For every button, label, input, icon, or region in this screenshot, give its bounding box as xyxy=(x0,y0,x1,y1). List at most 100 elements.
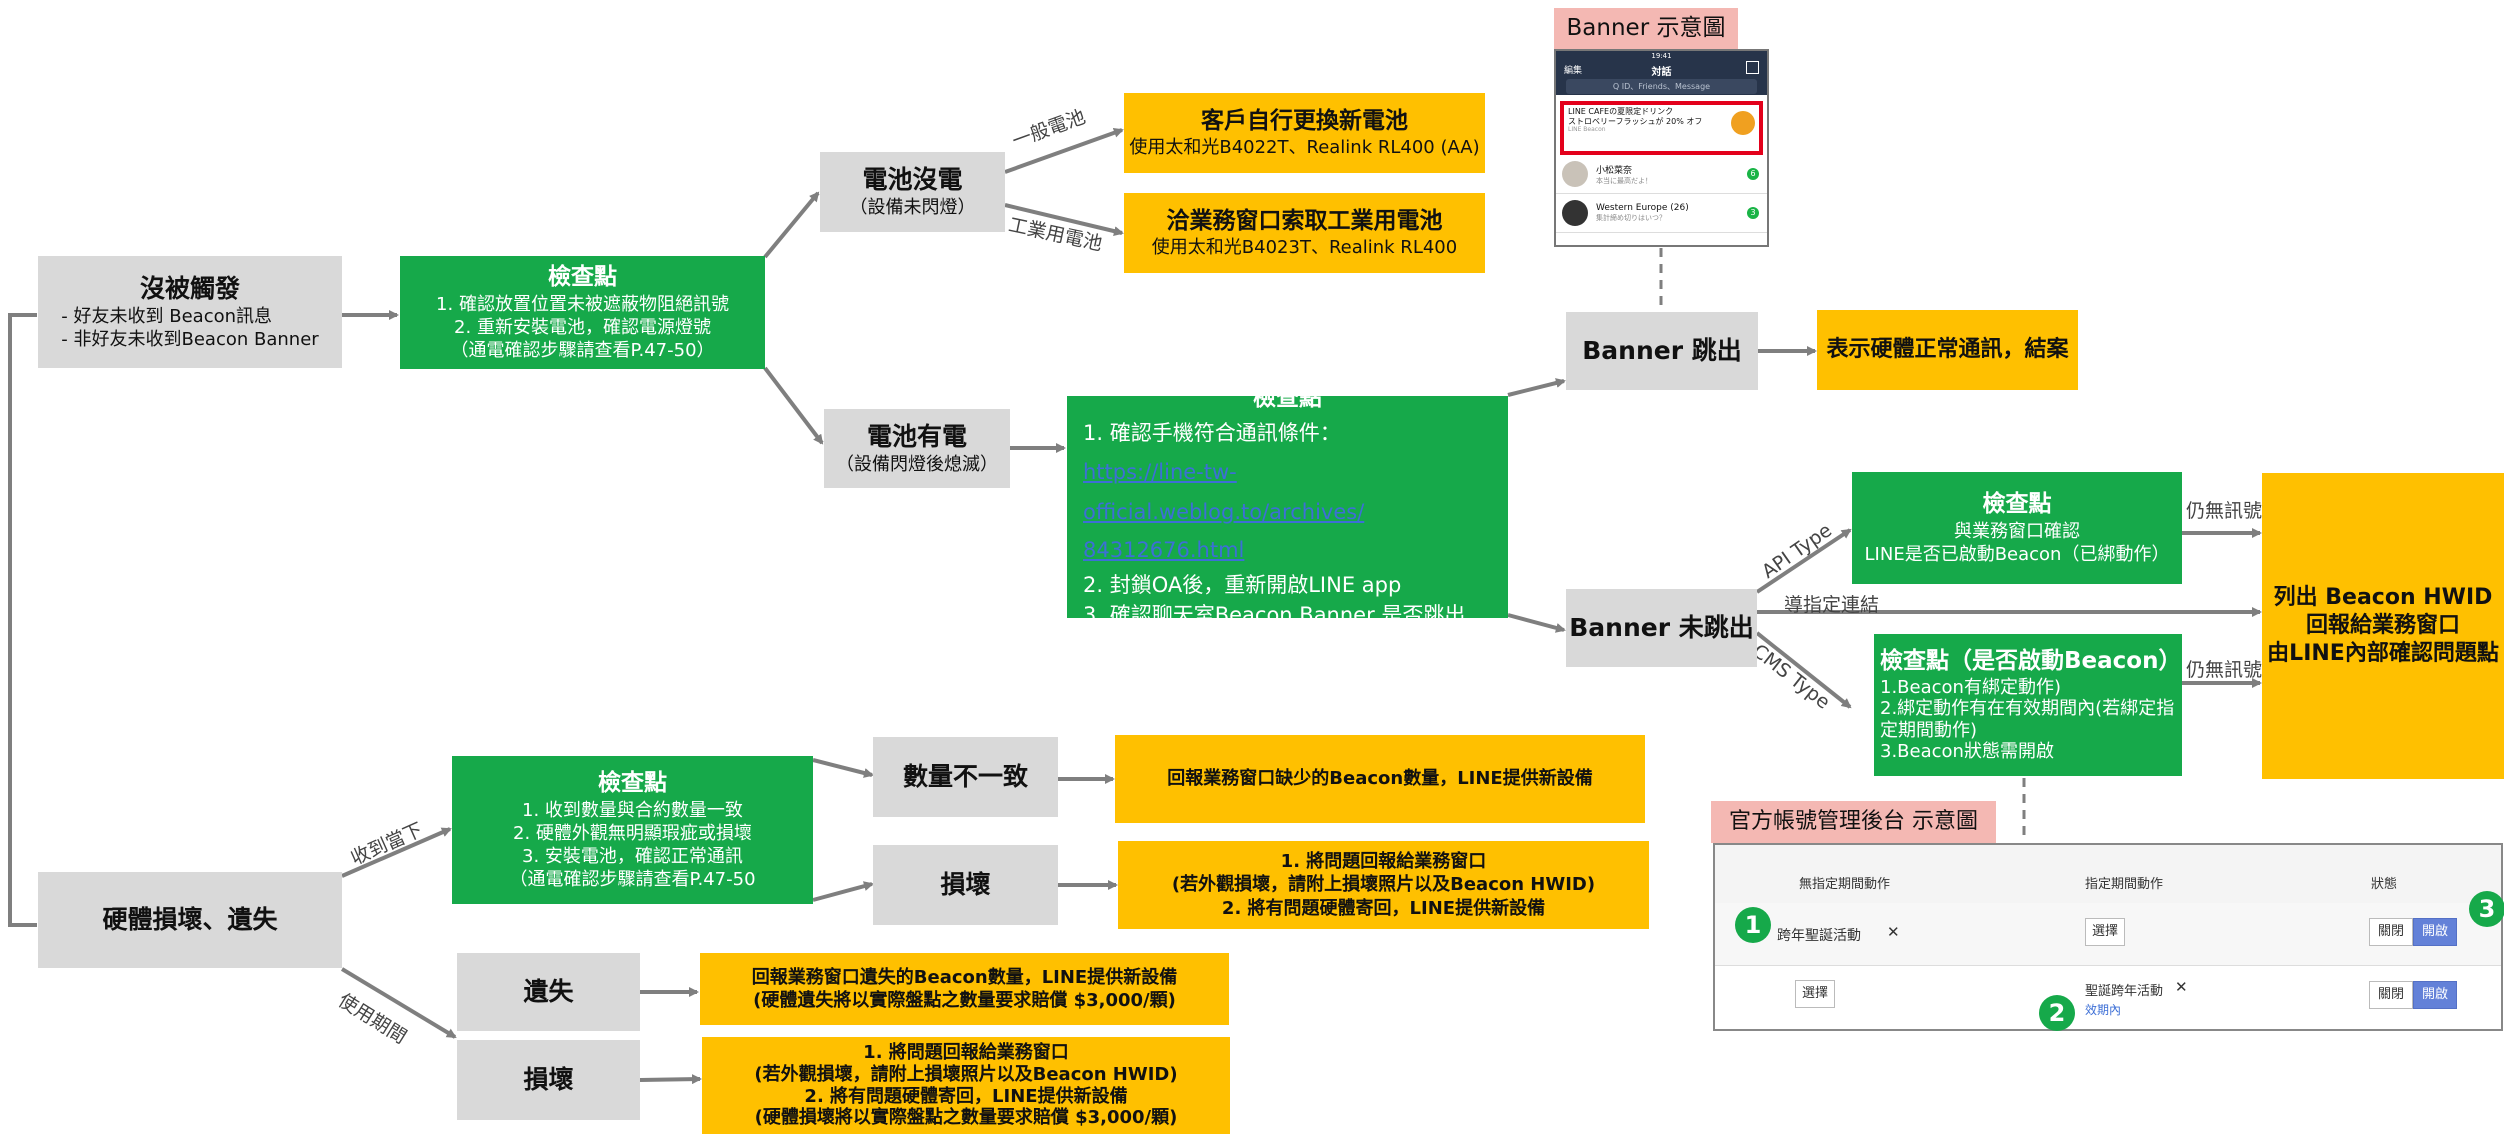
node-title: 檢查點 xyxy=(598,770,667,797)
node-replace-self: 客戶自行更換新電池 使用太和光B4022T、Realink RL400 (AA) xyxy=(1124,93,1485,173)
node-check1: 檢查點 1. 確認放置位置未被遮蔽物阻絕訊號 2. 重新安裝電池，確認電源燈號 … xyxy=(400,256,765,369)
node-replace-industrial: 洽業務窗口索取工業用電池 使用太和光B4023T、Realink RL400 xyxy=(1124,193,1485,273)
banner-line-2: ストロベリーフラッシュが 20% オフ xyxy=(1568,116,1703,126)
status-off-button[interactable]: 關閉 xyxy=(2369,981,2413,1009)
node-line: LINE是否已啟動Beacon（已綁動作） xyxy=(1864,543,2170,565)
arrow-check1-dead xyxy=(763,191,820,259)
phone-edit-button[interactable]: 編集 xyxy=(1564,66,1583,76)
node-title: 遺失 xyxy=(523,977,574,1006)
node-item: （通電確認步驟請查看P.47-50） xyxy=(450,339,715,361)
node-battery-ok: 電池有電 （設備閃燈後熄滅） xyxy=(824,409,1010,488)
node-title: 客戶自行更換新電池 xyxy=(1201,107,1408,134)
node-title: 硬體損壞、遺失 xyxy=(102,905,278,934)
chat-name: 小松菜奈 xyxy=(1596,165,1633,176)
banner-line-3: LINE Beacon xyxy=(1568,126,1606,134)
node-line: 1. 確認手機符合通訊條件： xyxy=(1083,420,1341,445)
node-item: - 好友未收到 Beacon訊息 xyxy=(61,305,273,327)
avatar xyxy=(1562,200,1588,226)
node-line: 2. 將有問題硬體寄回，LINE提供新設備 xyxy=(1221,897,1546,919)
unread-badge: 6 xyxy=(1747,168,1759,180)
compose-icon[interactable] xyxy=(1746,61,1759,74)
phone-header: 19:41 編集 対話 Q ID、Friends、Message xyxy=(1556,51,1767,95)
edge-label-no-signal-1: 仍無訊號 xyxy=(2186,500,2263,522)
status-on-button[interactable]: 開啟 xyxy=(2413,918,2457,946)
remove-icon[interactable]: ✕ xyxy=(2175,978,2188,996)
admin-demo-title: 官方帳號管理後台 示意圖 xyxy=(1711,801,1996,843)
node-item: - 非好友未收到Beacon Banner xyxy=(61,329,319,350)
node-line: 2. 封鎖OA後，重新開啟LINE app xyxy=(1083,573,1402,598)
valid-period-link[interactable]: 效期內 xyxy=(2085,1003,2122,1017)
node-line: 列出 Beacon HWID xyxy=(2273,584,2493,610)
avatar xyxy=(1562,161,1588,187)
chat-row[interactable]: Western Europe (26)集計締め切りはいつ？ 3 xyxy=(1556,194,1767,233)
node-item: 3. 安裝電池，確認正常通訊 xyxy=(522,845,743,867)
select-button[interactable]: 選擇 xyxy=(1795,980,1835,1008)
node-report-lost: 回報業務窗口遺失的Beacon數量，LINE提供新設備 (硬體遺失將以實際盤點之… xyxy=(700,953,1229,1025)
node-line: (硬體損壞將以實際盤點之數量要求賠償 $3,000/顆) xyxy=(754,1107,1178,1129)
node-qty-mismatch: 數量不一致 xyxy=(873,737,1058,817)
node-item: 2. 重新安裝電池，確認電源燈號 xyxy=(454,316,711,338)
node-check-cms: 檢查點（是否啟動Beacon） 1.Beacon有綁定動作) 2.綁定動作有在有… xyxy=(1874,634,2182,776)
node-title: 損壞 xyxy=(523,1065,574,1094)
node-item: 1. 收到數量與合約數量一致 xyxy=(522,799,743,821)
node-title: 回報業務窗口缺少的Beacon數量，LINE提供新設備 xyxy=(1167,768,1593,790)
banner-demo-title: Banner 示意圖 xyxy=(1554,8,1738,50)
admin-screenshot: 無指定期間動作 指定期間動作 狀態 跨年聖誕活動 ✕ 選擇 關閉 開啟 選擇 聖… xyxy=(1713,843,2504,1031)
node-line: 回報給業務窗口 xyxy=(2305,612,2460,638)
banner-line-1: LINE CAFEの夏限定ドリンク xyxy=(1568,107,1674,116)
reference-link[interactable]: 84312676.html xyxy=(1083,538,1245,563)
node-check2: 檢查點 1. 確認手機符合通訊條件： https://line-tw-offic… xyxy=(1067,385,1508,627)
node-item: 3.Beacon狀態需開啟 xyxy=(1880,741,2054,763)
node-list-hwid: 列出 Beacon HWID 回報給業務窗口 由LINE內部確認問題點 xyxy=(2262,473,2504,779)
node-item: 2.綁定動作有在有效期間內(若綁定指定期間動作) xyxy=(1880,698,2175,741)
node-hw-damage: 硬體損壞、遺失 xyxy=(38,872,342,968)
node-report-damage-2: 1. 將問題回報給業務窗口 (若外觀損壞，請附上損壞照片以及Beacon HWI… xyxy=(702,1037,1230,1134)
unread-badge: 3 xyxy=(1747,207,1759,219)
arrow-dead-self xyxy=(1004,127,1124,174)
node-title: Banner 跳出 xyxy=(1582,336,1742,365)
node-line: (若外觀損壞，請附上損壞照片以及Beacon HWID) xyxy=(754,1063,1178,1085)
phone-search-bar[interactable]: Q ID、Friends、Message xyxy=(1566,79,1757,94)
node-banner-not-shown: Banner 未跳出 xyxy=(1566,589,1757,667)
node-damaged-1: 損壞 xyxy=(873,845,1058,925)
node-check3: 檢查點 1. 收到數量與合約數量一致 2. 硬體外觀無明顯瑕疵或損壞 3. 安裝… xyxy=(452,756,813,904)
node-item: 1.Beacon有綁定動作) xyxy=(1880,676,2061,698)
reference-link[interactable]: https://line-tw-official.weblog.to/archi… xyxy=(1083,460,1365,525)
node-line: 回報業務窗口遺失的Beacon數量，LINE提供新設備 xyxy=(751,966,1178,988)
status-off-button[interactable]: 關閉 xyxy=(2369,918,2413,946)
node-report-damage-1: 1. 將問題回報給業務窗口 (若外觀損壞，請附上損壞照片以及Beacon HWI… xyxy=(1118,841,1649,929)
arrow-check3-qty xyxy=(812,758,874,778)
node-item: （通電確認步驟請查看P.47-50 xyxy=(509,868,756,890)
edge-label-no-signal-2: 仍無訊號 xyxy=(2186,659,2263,681)
marker-3: 3 xyxy=(2469,891,2504,927)
admin-col-header: 指定期間動作 xyxy=(2085,877,2164,892)
chat-row[interactable]: 小松菜奈本当に最高だよ！ 6 xyxy=(1556,155,1767,194)
node-battery-dead: 電池沒電 （設備未閃燈） xyxy=(820,152,1005,232)
node-subtitle: 使用太和光B4023T、Realink RL400 xyxy=(1151,237,1458,259)
node-title: 損壞 xyxy=(940,870,991,899)
admin-header-row xyxy=(1715,845,2501,903)
arrow-notshown-api xyxy=(1755,528,1852,594)
node-item: 2. 硬體外觀無明顯瑕疵或損壞 xyxy=(513,822,752,844)
node-title: 表示硬體正常通訊，結案 xyxy=(1826,336,2069,362)
admin-row1-action: 跨年聖誕活動 xyxy=(1777,928,1861,944)
admin-col-header: 無指定期間動作 xyxy=(1799,877,1891,892)
remove-icon[interactable]: ✕ xyxy=(1887,923,1900,941)
node-report-missing: 回報業務窗口缺少的Beacon數量，LINE提供新設備 xyxy=(1115,735,1645,823)
arrow-check2-notshown xyxy=(1507,613,1566,633)
chat-message: 本当に最高だよ！ xyxy=(1596,176,1652,185)
node-line: 1. 將問題回報給業務窗口 xyxy=(1280,851,1487,873)
arrow-notshown-cms xyxy=(1755,631,1852,709)
status-on-button[interactable]: 開啟 xyxy=(2413,981,2457,1009)
arrow-hw-lost xyxy=(340,967,457,1039)
phone-status-time: 19:41 xyxy=(1651,52,1672,60)
arrow-hw-check3 xyxy=(341,827,452,878)
connector-left-bracket xyxy=(8,313,37,927)
node-line: 2. 將有問題硬體寄回，LINE提供新設備 xyxy=(804,1085,1128,1107)
arrow-check1-ok xyxy=(763,366,824,445)
select-button[interactable]: 選擇 xyxy=(2085,918,2125,946)
beacon-banner[interactable]: LINE CAFEの夏限定ドリンク ストロベリーフラッシュが 20% オフ LI… xyxy=(1560,101,1763,155)
node-line: (硬體遺失將以實際盤點之數量要求賠償 $3,000/顆) xyxy=(753,990,1176,1011)
arrow-check2-shown xyxy=(1507,378,1566,397)
